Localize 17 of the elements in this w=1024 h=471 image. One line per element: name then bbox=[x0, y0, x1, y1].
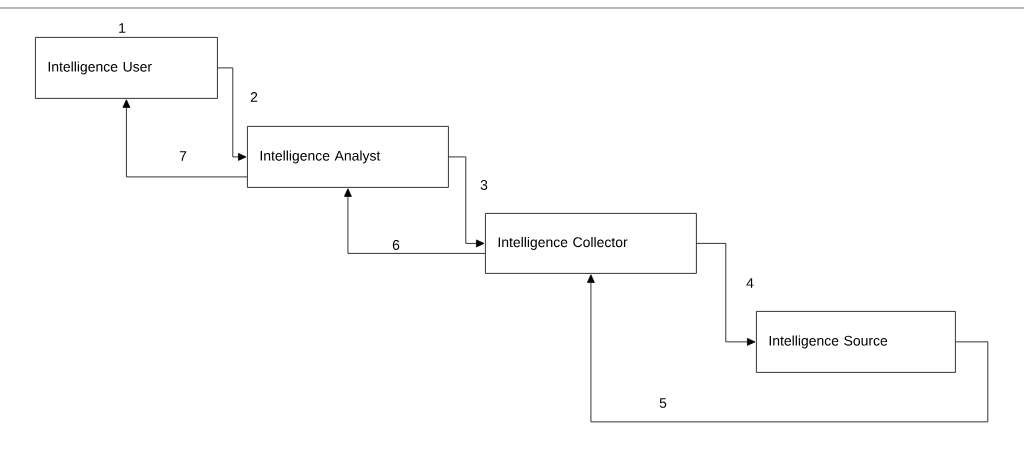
edge-label: 3 bbox=[480, 180, 488, 190]
process-box: Intelligence User bbox=[35, 37, 218, 99]
edge-label: 5 bbox=[659, 398, 667, 408]
process-box: Intelligence Analyst bbox=[247, 126, 449, 188]
arrow bbox=[696, 243, 756, 346]
arrow bbox=[344, 188, 486, 254]
edge-label: 4 bbox=[746, 278, 754, 288]
step-number: 1 bbox=[119, 23, 126, 33]
process-box: Intelligence Collector bbox=[485, 213, 697, 274]
edge-label: 2 bbox=[250, 92, 258, 102]
arrow bbox=[587, 274, 989, 423]
process-box: Intelligence Source bbox=[756, 311, 956, 373]
edge-label: 6 bbox=[392, 240, 400, 250]
arrow bbox=[122, 99, 248, 178]
edge-label: 7 bbox=[179, 151, 187, 161]
arrow bbox=[448, 156, 485, 248]
arrow bbox=[217, 67, 247, 161]
